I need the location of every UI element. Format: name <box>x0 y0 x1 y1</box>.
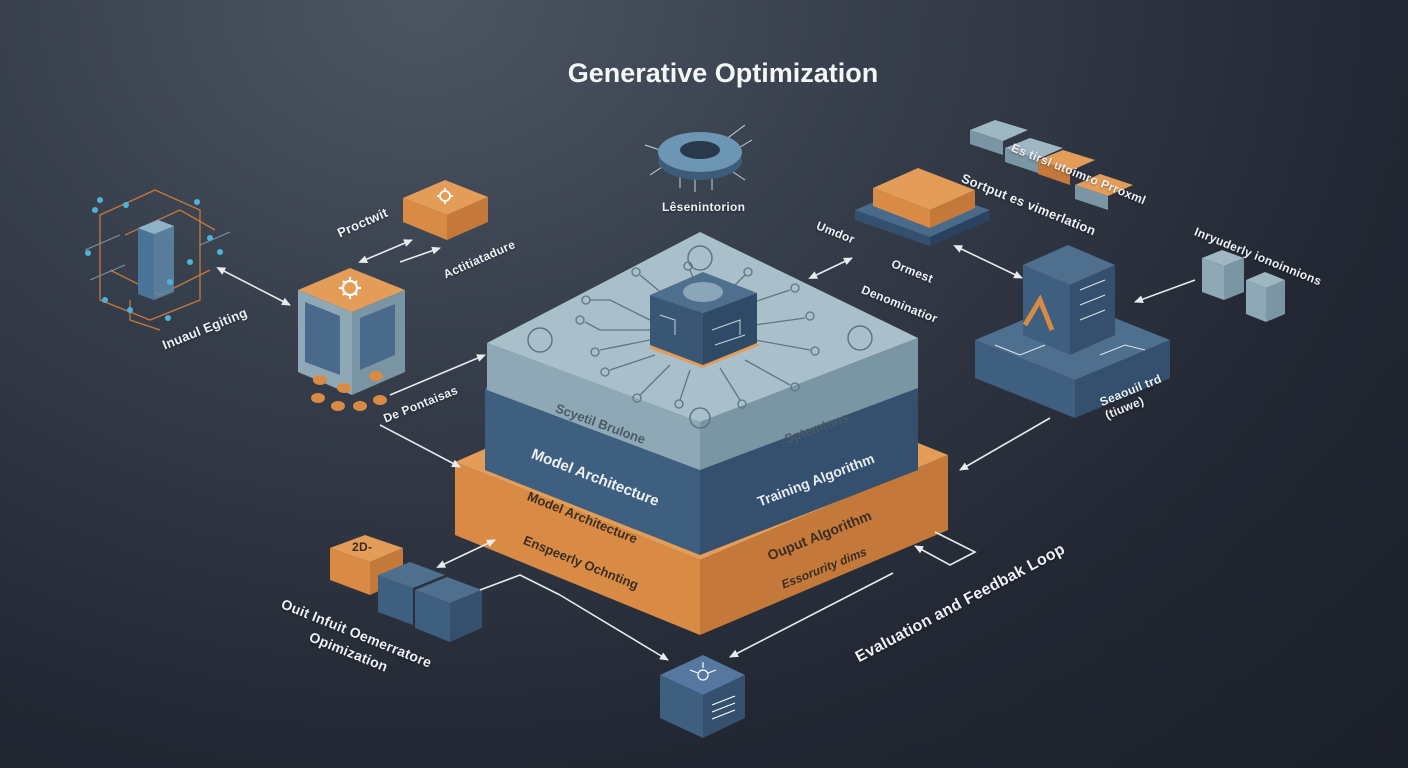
transform-blocks <box>970 120 1133 210</box>
server-icon <box>1202 250 1285 322</box>
top-layer-icon-front <box>689 407 711 429</box>
ring-icon <box>644 124 753 192</box>
chip-icon <box>648 272 760 368</box>
label-small-box: 2D- <box>352 540 373 554</box>
top-layer-icon-back <box>687 245 713 271</box>
product-cube <box>298 268 405 411</box>
architecture-cube <box>403 180 488 240</box>
central-stack <box>455 232 948 635</box>
label-lesenintorion: Lêsenintorion <box>662 200 746 214</box>
flow-arrows <box>216 239 1196 661</box>
top-layer-icon-right <box>847 325 873 351</box>
network-icon <box>660 655 745 738</box>
gear-icon <box>339 277 361 299</box>
output-blocks <box>330 535 482 642</box>
output-chip <box>855 168 990 246</box>
dependency-nodes <box>311 371 387 411</box>
gear-icon <box>437 188 453 204</box>
circuit-traces <box>575 261 820 409</box>
diagram-title: Generative Optimization <box>567 58 879 88</box>
top-layer-icon-left <box>527 327 553 353</box>
notation-engine <box>975 245 1170 418</box>
input-engine-cube <box>84 189 231 331</box>
